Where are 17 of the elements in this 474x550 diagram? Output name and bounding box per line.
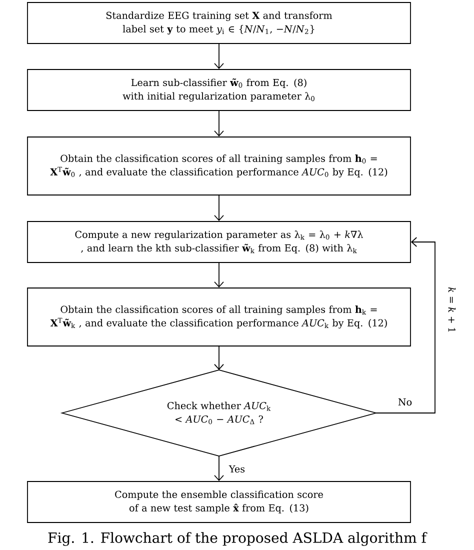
- process-box: Compute the ensemble classification score of a new test sample x̂ from Eq. (13): [27, 481, 411, 523]
- process-box: Obtain the classification scores of all training samples from h$_{k}$ = X$^{T}$w̃$_{k}$ , and evaluate the classification performance AUC$_{k}$ by Eq. (12): [27, 288, 411, 346]
- arrow: [214, 110, 224, 137]
- process-box: Learn sub-classifier w̃$_{0}$ from Eq. (8) with initial regularization parameter λ$_{0}$: [27, 69, 411, 111]
- process-box: Standardize EEG training set X and transform label set y to meet y$_{i}$ ∈ {N/N$_{1}$, −N/N$_{2}$}: [27, 2, 411, 44]
- loop-label: k = k + 1: [448, 287, 456, 332]
- arrow: [376, 237, 436, 414]
- caption: Fig. 1. Flowchart of the proposed ASLDA algorithm f: [48, 532, 428, 546]
- edge-label: No: [396, 397, 414, 407]
- arrow: [214, 195, 224, 222]
- arrow: [214, 44, 224, 70]
- arrow: [214, 456, 224, 482]
- edge-label: Yes: [228, 464, 246, 474]
- process-box: Compute a new regularization parameter as λ$_{k}$ = λ$_{0}$ + k∇λ , and learn the kth sub-classifier w̃$_{k}$ from Eq. (8) with λ$_{k}$: [27, 221, 411, 263]
- arrow: [214, 262, 224, 288]
- process-box: Obtain the classification scores of all training samples from h$_{0}$ = X$^{T}$w̃$_{0}$ , and evaluate the classification performance AUC$_{0}$ by Eq. (12): [27, 136, 411, 196]
- arrow: [214, 346, 224, 370]
